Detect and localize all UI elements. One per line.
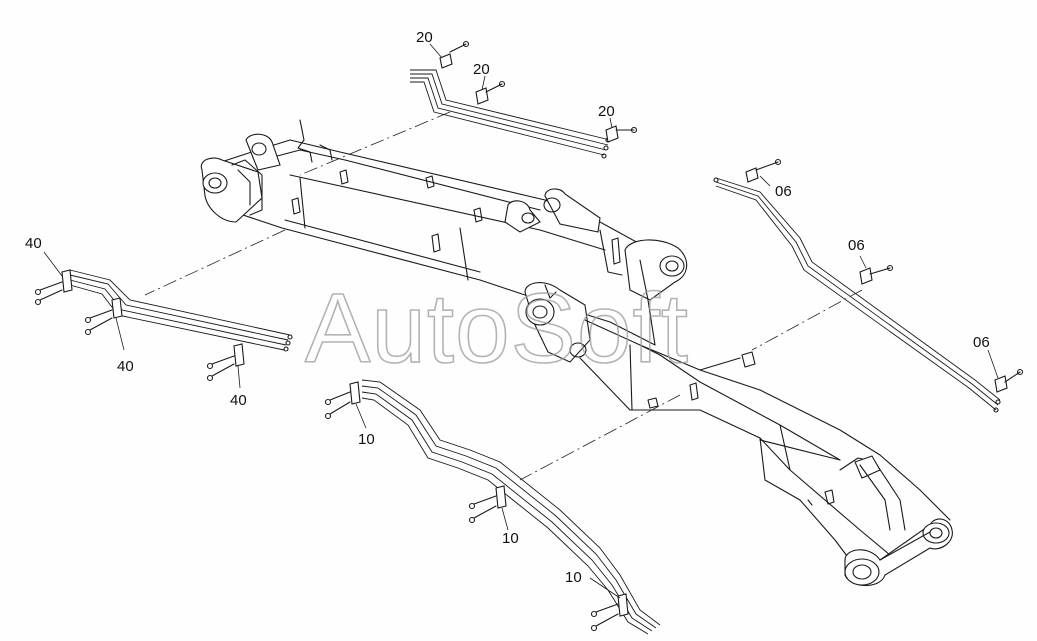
- boom-assembly: [200, 119, 953, 587]
- callout-left-b: 40: [117, 358, 134, 375]
- callout-left-a: 40: [25, 235, 42, 252]
- right-pipe-set: [713, 158, 1024, 413]
- callout-right-c: 06: [973, 334, 990, 351]
- callout-bottom-c: 10: [565, 569, 582, 586]
- callout-bottom-a: 10: [358, 431, 375, 448]
- callout-right-b: 06: [848, 237, 865, 254]
- bottom-pipe-set: [324, 379, 661, 635]
- callout-top-a: 20: [416, 29, 433, 46]
- callout-left-c: 40: [230, 392, 247, 409]
- watermark-text: AutoSoft: [305, 273, 689, 383]
- callout-bottom-b: 10: [502, 530, 519, 547]
- left-pipe-set: [34, 251, 293, 389]
- callout-top-b: 20: [473, 61, 490, 78]
- alignment-lines: [144, 111, 863, 481]
- callout-top-c: 20: [598, 103, 615, 120]
- callout-labels: 20 20 20 06 06 06 40 40 40 10 10 10: [25, 29, 990, 586]
- callout-right-a: 06: [775, 183, 792, 200]
- top-pipe-set: [410, 40, 638, 159]
